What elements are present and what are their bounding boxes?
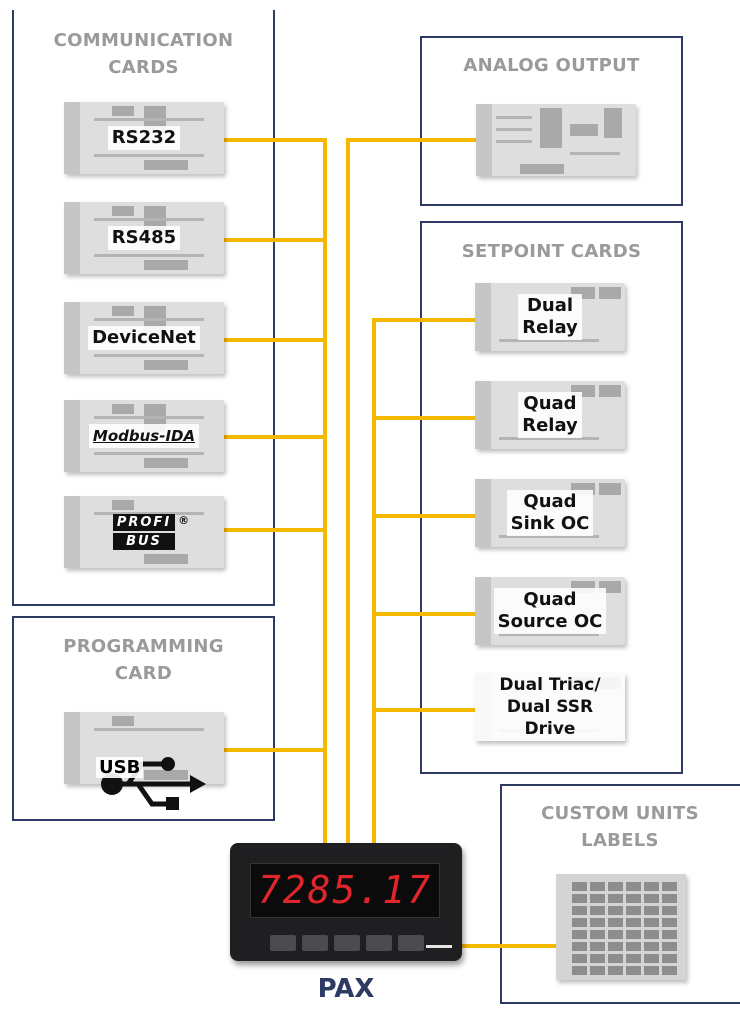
pax-device-name: PAX bbox=[317, 974, 375, 1004]
custom-units-labels-title: CUSTOM UNITS LABELS bbox=[541, 803, 699, 851]
pax-button-5 bbox=[398, 935, 424, 951]
label-cell bbox=[626, 954, 641, 963]
setpoint-card-dual-relay: Dual Relay bbox=[475, 283, 625, 351]
label-cell bbox=[590, 930, 605, 939]
label-cell bbox=[608, 882, 623, 891]
programming-card-title: PROGRAMMING CARD bbox=[63, 636, 224, 684]
label-cell bbox=[572, 942, 587, 951]
setpoint-card-quad-source-oc: Quad Source OC bbox=[475, 577, 625, 645]
label-cell bbox=[590, 906, 605, 915]
setpoint-label-dual-relay: Dual Relay bbox=[475, 283, 625, 351]
custom-labels-sheet-icon bbox=[556, 874, 686, 980]
modbus-ida-card: Modbus-IDA bbox=[64, 400, 224, 472]
label-cell bbox=[572, 906, 587, 915]
programming-card-frame bbox=[12, 616, 275, 821]
setpoint-cards-title: SETPOINT CARDS bbox=[461, 241, 642, 262]
rs232-label: RS232 bbox=[64, 102, 224, 174]
label-cell bbox=[626, 894, 641, 903]
communication-cards-frame bbox=[12, 10, 275, 606]
setpoint-label-quad-relay: Quad Relay bbox=[475, 381, 625, 449]
usb-icon bbox=[101, 757, 206, 810]
label-cell bbox=[662, 966, 677, 975]
communication-cards-title: COMMUNICATION CARDS bbox=[53, 30, 234, 78]
label-cell bbox=[662, 918, 677, 927]
label-cell bbox=[626, 882, 641, 891]
label-cell bbox=[662, 954, 677, 963]
setpoint-label-quad-sink-oc: Quad Sink OC bbox=[475, 479, 625, 547]
label-cell bbox=[644, 894, 659, 903]
setpoint-card-quad-relay: Quad Relay bbox=[475, 381, 625, 449]
profibus-logo: PROFI BUS ® bbox=[64, 496, 224, 568]
pax-meter: 7285.17 bbox=[230, 843, 462, 961]
label-cell bbox=[572, 918, 587, 927]
label-cell bbox=[644, 906, 659, 915]
label-cell bbox=[608, 942, 623, 951]
setpoint-label-dual-triac: Dual Triac/ Dual SSR Drive bbox=[475, 673, 625, 741]
modbus-ida-label: Modbus-IDA bbox=[64, 400, 224, 472]
label-cell bbox=[662, 894, 677, 903]
devicenet-label: DeviceNet bbox=[64, 302, 224, 374]
label-cell bbox=[608, 918, 623, 927]
label-cell bbox=[626, 906, 641, 915]
pax-button-1 bbox=[270, 935, 296, 951]
custom-units-labels-frame bbox=[500, 784, 740, 1004]
label-cell bbox=[662, 882, 677, 891]
label-cell bbox=[590, 894, 605, 903]
rs485-label: RS485 bbox=[64, 202, 224, 274]
label-cell bbox=[626, 966, 641, 975]
label-cell bbox=[572, 954, 587, 963]
label-cell bbox=[644, 918, 659, 927]
label-cell bbox=[662, 906, 677, 915]
label-cell bbox=[590, 882, 605, 891]
label-cell bbox=[644, 954, 659, 963]
analog-output-frame bbox=[420, 36, 683, 206]
label-cell bbox=[626, 930, 641, 939]
pax-button-4 bbox=[366, 935, 392, 951]
label-cell bbox=[644, 930, 659, 939]
pax-button-2 bbox=[302, 935, 328, 951]
setpoint-cards-frame bbox=[420, 221, 683, 774]
label-cell bbox=[662, 942, 677, 951]
rs485-card: RS485 bbox=[64, 202, 224, 274]
label-cell bbox=[608, 894, 623, 903]
label-cell bbox=[608, 966, 623, 975]
setpoint-card-quad-sink-oc: Quad Sink OC bbox=[475, 479, 625, 547]
pax-display-readout: 7285.17 bbox=[250, 863, 440, 918]
label-cell bbox=[662, 930, 677, 939]
label-cell bbox=[608, 954, 623, 963]
label-cell bbox=[572, 894, 587, 903]
label-cell bbox=[626, 918, 641, 927]
setpoint-card-dual-triac: Dual Triac/ Dual SSR Drive bbox=[475, 673, 625, 741]
label-cell bbox=[590, 918, 605, 927]
profibus-card: PROFI BUS ® bbox=[64, 496, 224, 568]
label-cell bbox=[572, 882, 587, 891]
label-cell bbox=[644, 942, 659, 951]
setpoint-label-quad-source-oc: Quad Source OC bbox=[475, 577, 625, 645]
analog-output-title: ANALOG OUTPUT bbox=[463, 55, 640, 76]
rs232-card: RS232 bbox=[64, 102, 224, 174]
analog-output-card bbox=[476, 104, 636, 176]
label-cell bbox=[572, 930, 587, 939]
label-cell bbox=[644, 882, 659, 891]
label-cell bbox=[590, 942, 605, 951]
label-cell bbox=[644, 966, 659, 975]
usb-label: USB bbox=[96, 757, 144, 778]
label-cell bbox=[572, 966, 587, 975]
label-cell bbox=[590, 954, 605, 963]
devicenet-card: DeviceNet bbox=[64, 302, 224, 374]
pax-button-3 bbox=[334, 935, 360, 951]
pax-indicator-bar bbox=[426, 945, 452, 948]
usb-programming-card bbox=[64, 712, 224, 784]
label-cell bbox=[590, 966, 605, 975]
label-cell bbox=[608, 906, 623, 915]
label-cell bbox=[608, 930, 623, 939]
label-cell bbox=[626, 942, 641, 951]
